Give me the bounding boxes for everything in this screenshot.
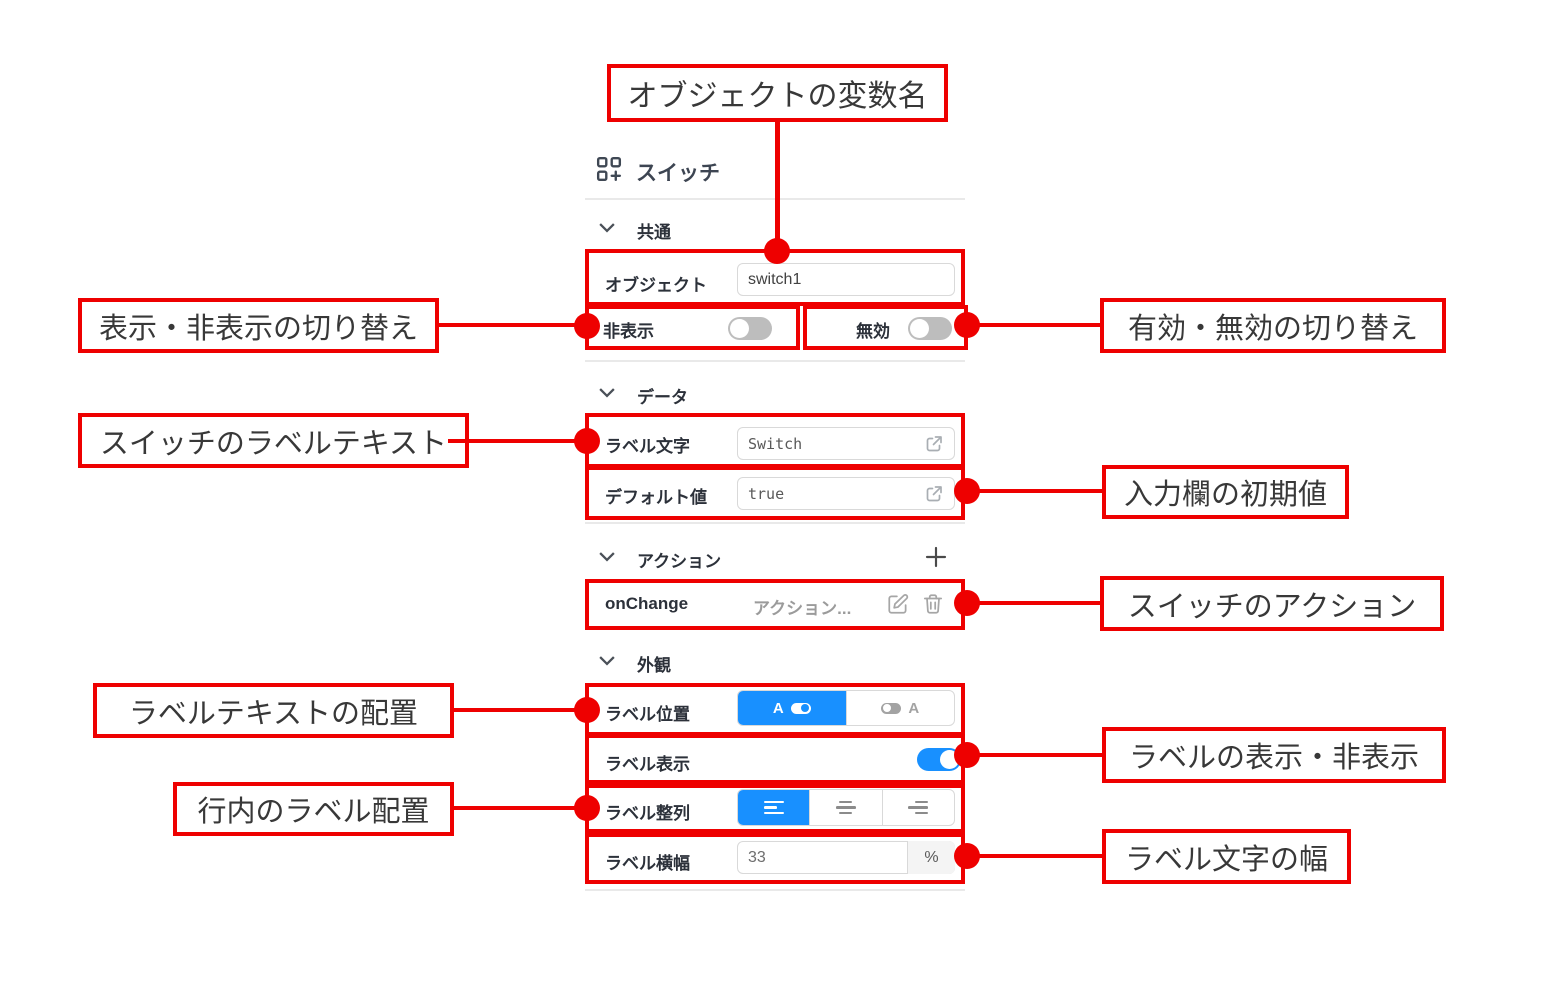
divider xyxy=(585,889,965,891)
callout-label-show-hide: ラベルの表示・非表示 xyxy=(1102,727,1446,783)
connector-dot xyxy=(954,590,980,616)
connector-dot xyxy=(954,312,980,338)
connector-dot xyxy=(574,428,600,454)
callout-switch-action: スイッチのアクション xyxy=(1100,576,1444,631)
connector-line xyxy=(966,323,1102,327)
hidden-label: 非表示 xyxy=(603,322,654,341)
connector-dot xyxy=(954,843,980,869)
callout-inline-label-placement: 行内のラベル配置 xyxy=(173,782,454,836)
callout-object-var: オブジェクトの変数名 xyxy=(607,64,948,122)
divider xyxy=(585,522,965,524)
chevron-down-icon[interactable] xyxy=(599,222,615,233)
label-text-label: ラベル文字 xyxy=(605,437,690,456)
external-link-icon[interactable] xyxy=(924,434,944,454)
section-data[interactable]: データ xyxy=(637,388,688,407)
toggle-knob xyxy=(730,319,749,338)
connector-line xyxy=(966,753,1104,757)
connector-dot xyxy=(954,742,980,768)
connector-dot xyxy=(764,238,790,264)
connector-dot xyxy=(574,697,600,723)
connector-line xyxy=(966,489,1104,493)
default-value-label: デフォルト値 xyxy=(605,488,707,507)
align-left-button[interactable] xyxy=(738,790,810,825)
callout-switch-label-text: スイッチのラベルテキスト xyxy=(78,413,469,468)
label-align-label: ラベル整列 xyxy=(605,804,690,823)
align-left-icon xyxy=(763,800,784,815)
callout-enable-disable: 有効・無効の切り替え xyxy=(1100,298,1446,353)
section-appearance[interactable]: 外観 xyxy=(637,656,671,675)
mini-toggle-icon xyxy=(790,702,811,714)
label-position-option-right[interactable]: A xyxy=(845,691,955,725)
label-position-option-left[interactable]: A xyxy=(738,691,846,725)
label-text-input[interactable] xyxy=(748,434,924,453)
connector-dot xyxy=(574,313,600,339)
onchange-action-value[interactable]: アクション... xyxy=(753,599,852,618)
connector-line xyxy=(966,601,1102,605)
label-position-label: ラベル位置 xyxy=(605,705,690,724)
label-width-input[interactable] xyxy=(748,848,899,867)
connector-dot xyxy=(954,478,980,504)
align-right-button[interactable] xyxy=(881,790,954,825)
component-icon xyxy=(596,156,622,182)
trash-icon[interactable] xyxy=(921,592,945,616)
connector-dot xyxy=(574,795,600,821)
default-value-input-wrap xyxy=(737,477,955,510)
onchange-label: onChange xyxy=(605,594,689,613)
connector-line xyxy=(448,439,587,443)
disabled-label: 無効 xyxy=(856,322,890,341)
chevron-down-icon[interactable] xyxy=(599,551,615,562)
mini-toggle-icon xyxy=(881,702,902,714)
external-link-icon[interactable] xyxy=(924,484,944,504)
label-show-label: ラベル表示 xyxy=(605,755,690,774)
divider xyxy=(585,360,965,362)
connector-line xyxy=(436,323,587,327)
chevron-down-icon[interactable] xyxy=(599,655,615,666)
edit-icon[interactable] xyxy=(886,592,910,616)
object-label: オブジェクト xyxy=(605,276,707,295)
callout-input-initial: 入力欄の初期値 xyxy=(1102,465,1349,519)
panel-title: スイッチ xyxy=(636,162,720,185)
connector-line xyxy=(775,118,780,254)
align-center-button[interactable] xyxy=(809,790,881,825)
label-width-label: ラベル横幅 xyxy=(605,854,690,873)
toggle-knob xyxy=(910,319,929,338)
label-width-input-wrap: % xyxy=(737,841,955,874)
add-action-icon[interactable] xyxy=(924,545,948,569)
object-input-wrap xyxy=(737,263,955,296)
label-align-segmented xyxy=(737,789,955,826)
section-common[interactable]: 共通 xyxy=(637,223,671,242)
callout-label-text-placement: ラベルテキストの配置 xyxy=(93,683,454,738)
percent-addon: % xyxy=(907,841,955,874)
chevron-down-icon[interactable] xyxy=(599,387,615,398)
object-input[interactable] xyxy=(748,270,944,289)
connector-line xyxy=(450,708,587,712)
align-center-icon xyxy=(835,800,856,815)
callout-show-hide: 表示・非表示の切り替え xyxy=(78,298,439,353)
connector-line xyxy=(966,854,1104,858)
callout-label-text-width: ラベル文字の幅 xyxy=(1102,829,1351,884)
section-action[interactable]: アクション xyxy=(637,552,722,571)
disabled-toggle[interactable] xyxy=(908,317,952,340)
label-position-segmented: A A xyxy=(737,690,955,726)
align-right-icon xyxy=(908,800,929,815)
label-text-input-wrap xyxy=(737,427,955,460)
default-value-input[interactable] xyxy=(748,484,924,503)
hidden-toggle[interactable] xyxy=(728,317,772,340)
connector-line xyxy=(450,806,587,810)
